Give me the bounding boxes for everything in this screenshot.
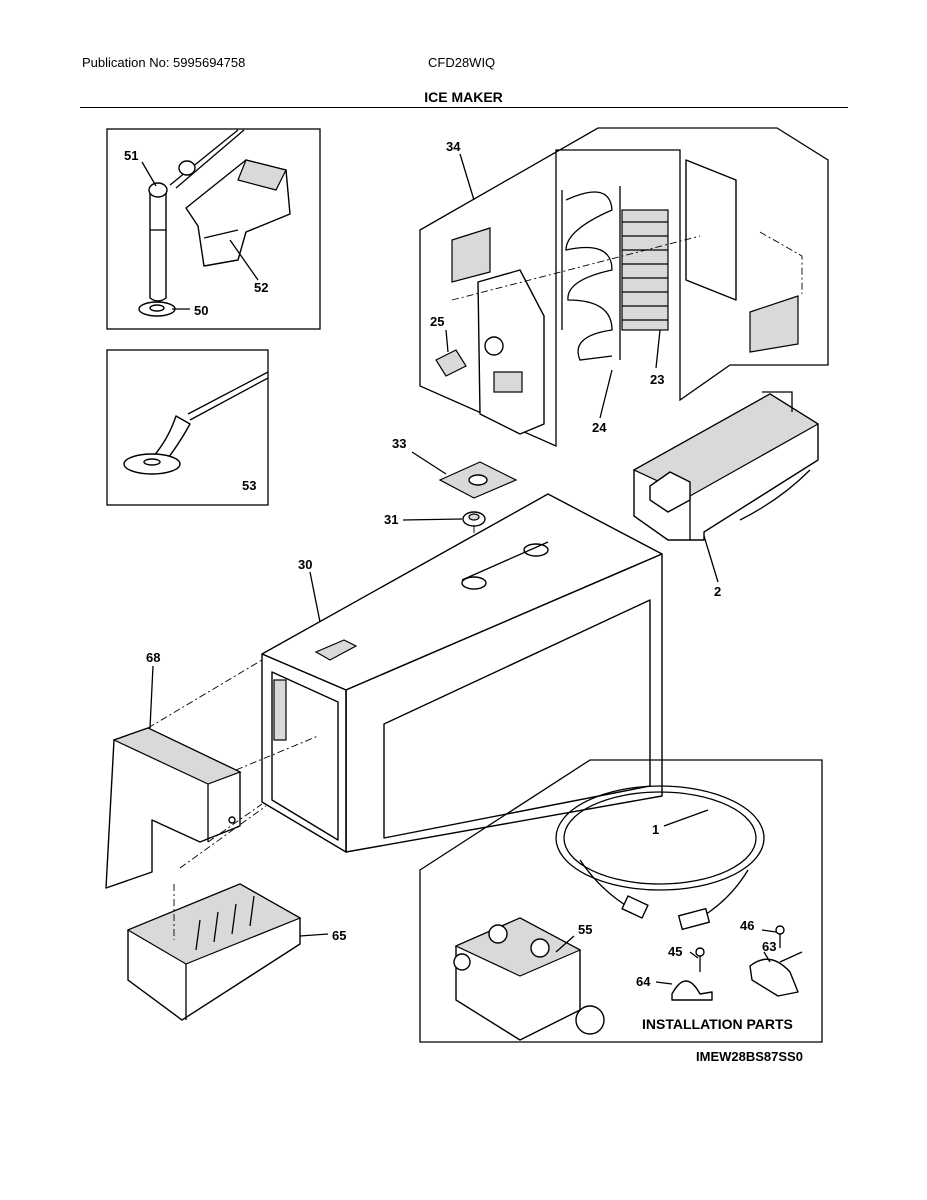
gasket-and-seal [438, 461, 518, 582]
label-45: 45 [668, 944, 682, 959]
model-number: CFD28WIQ [428, 55, 496, 70]
label-23: 23 [650, 372, 664, 387]
ice-bucket-housing [261, 493, 663, 853]
leader-lines [141, 153, 777, 985]
label-65: 65 [332, 928, 346, 943]
label-46: 46 [740, 918, 754, 933]
diagram-code: IMEW28BS87SS0 [696, 1049, 803, 1064]
bracket [126, 805, 302, 1021]
label-1: 1 [652, 822, 659, 837]
inset-box-drain-tube [106, 349, 269, 506]
installation-parts-box [419, 759, 823, 1043]
label-51: 51 [124, 148, 138, 163]
label-53: 53 [242, 478, 256, 493]
label-55: 55 [578, 922, 592, 937]
label-25: 25 [430, 314, 444, 329]
label-68: 68 [146, 650, 160, 665]
label-30: 30 [298, 557, 312, 572]
publication-number: Publication No: 5995694758 [82, 55, 246, 70]
evaporator-assembly [419, 127, 829, 447]
callout-labels: 51 50 52 53 34 25 23 24 33 31 30 2 68 65… [124, 139, 803, 1064]
label-2: 2 [714, 584, 721, 599]
label-63: 63 [762, 939, 776, 954]
label-31: 31 [384, 512, 398, 527]
header-divider [80, 107, 848, 108]
label-34: 34 [446, 139, 461, 154]
housing-cover [105, 659, 319, 889]
label-52: 52 [254, 280, 268, 295]
label-33: 33 [392, 436, 406, 451]
page-title: ICE MAKER [424, 89, 503, 105]
ice-maker-unit [632, 391, 820, 541]
label-50: 50 [194, 303, 208, 318]
label-24: 24 [592, 420, 607, 435]
inset-box-fill-tube [106, 128, 321, 330]
label-64: 64 [636, 974, 651, 989]
installation-parts-title: INSTALLATION PARTS [642, 1016, 793, 1032]
